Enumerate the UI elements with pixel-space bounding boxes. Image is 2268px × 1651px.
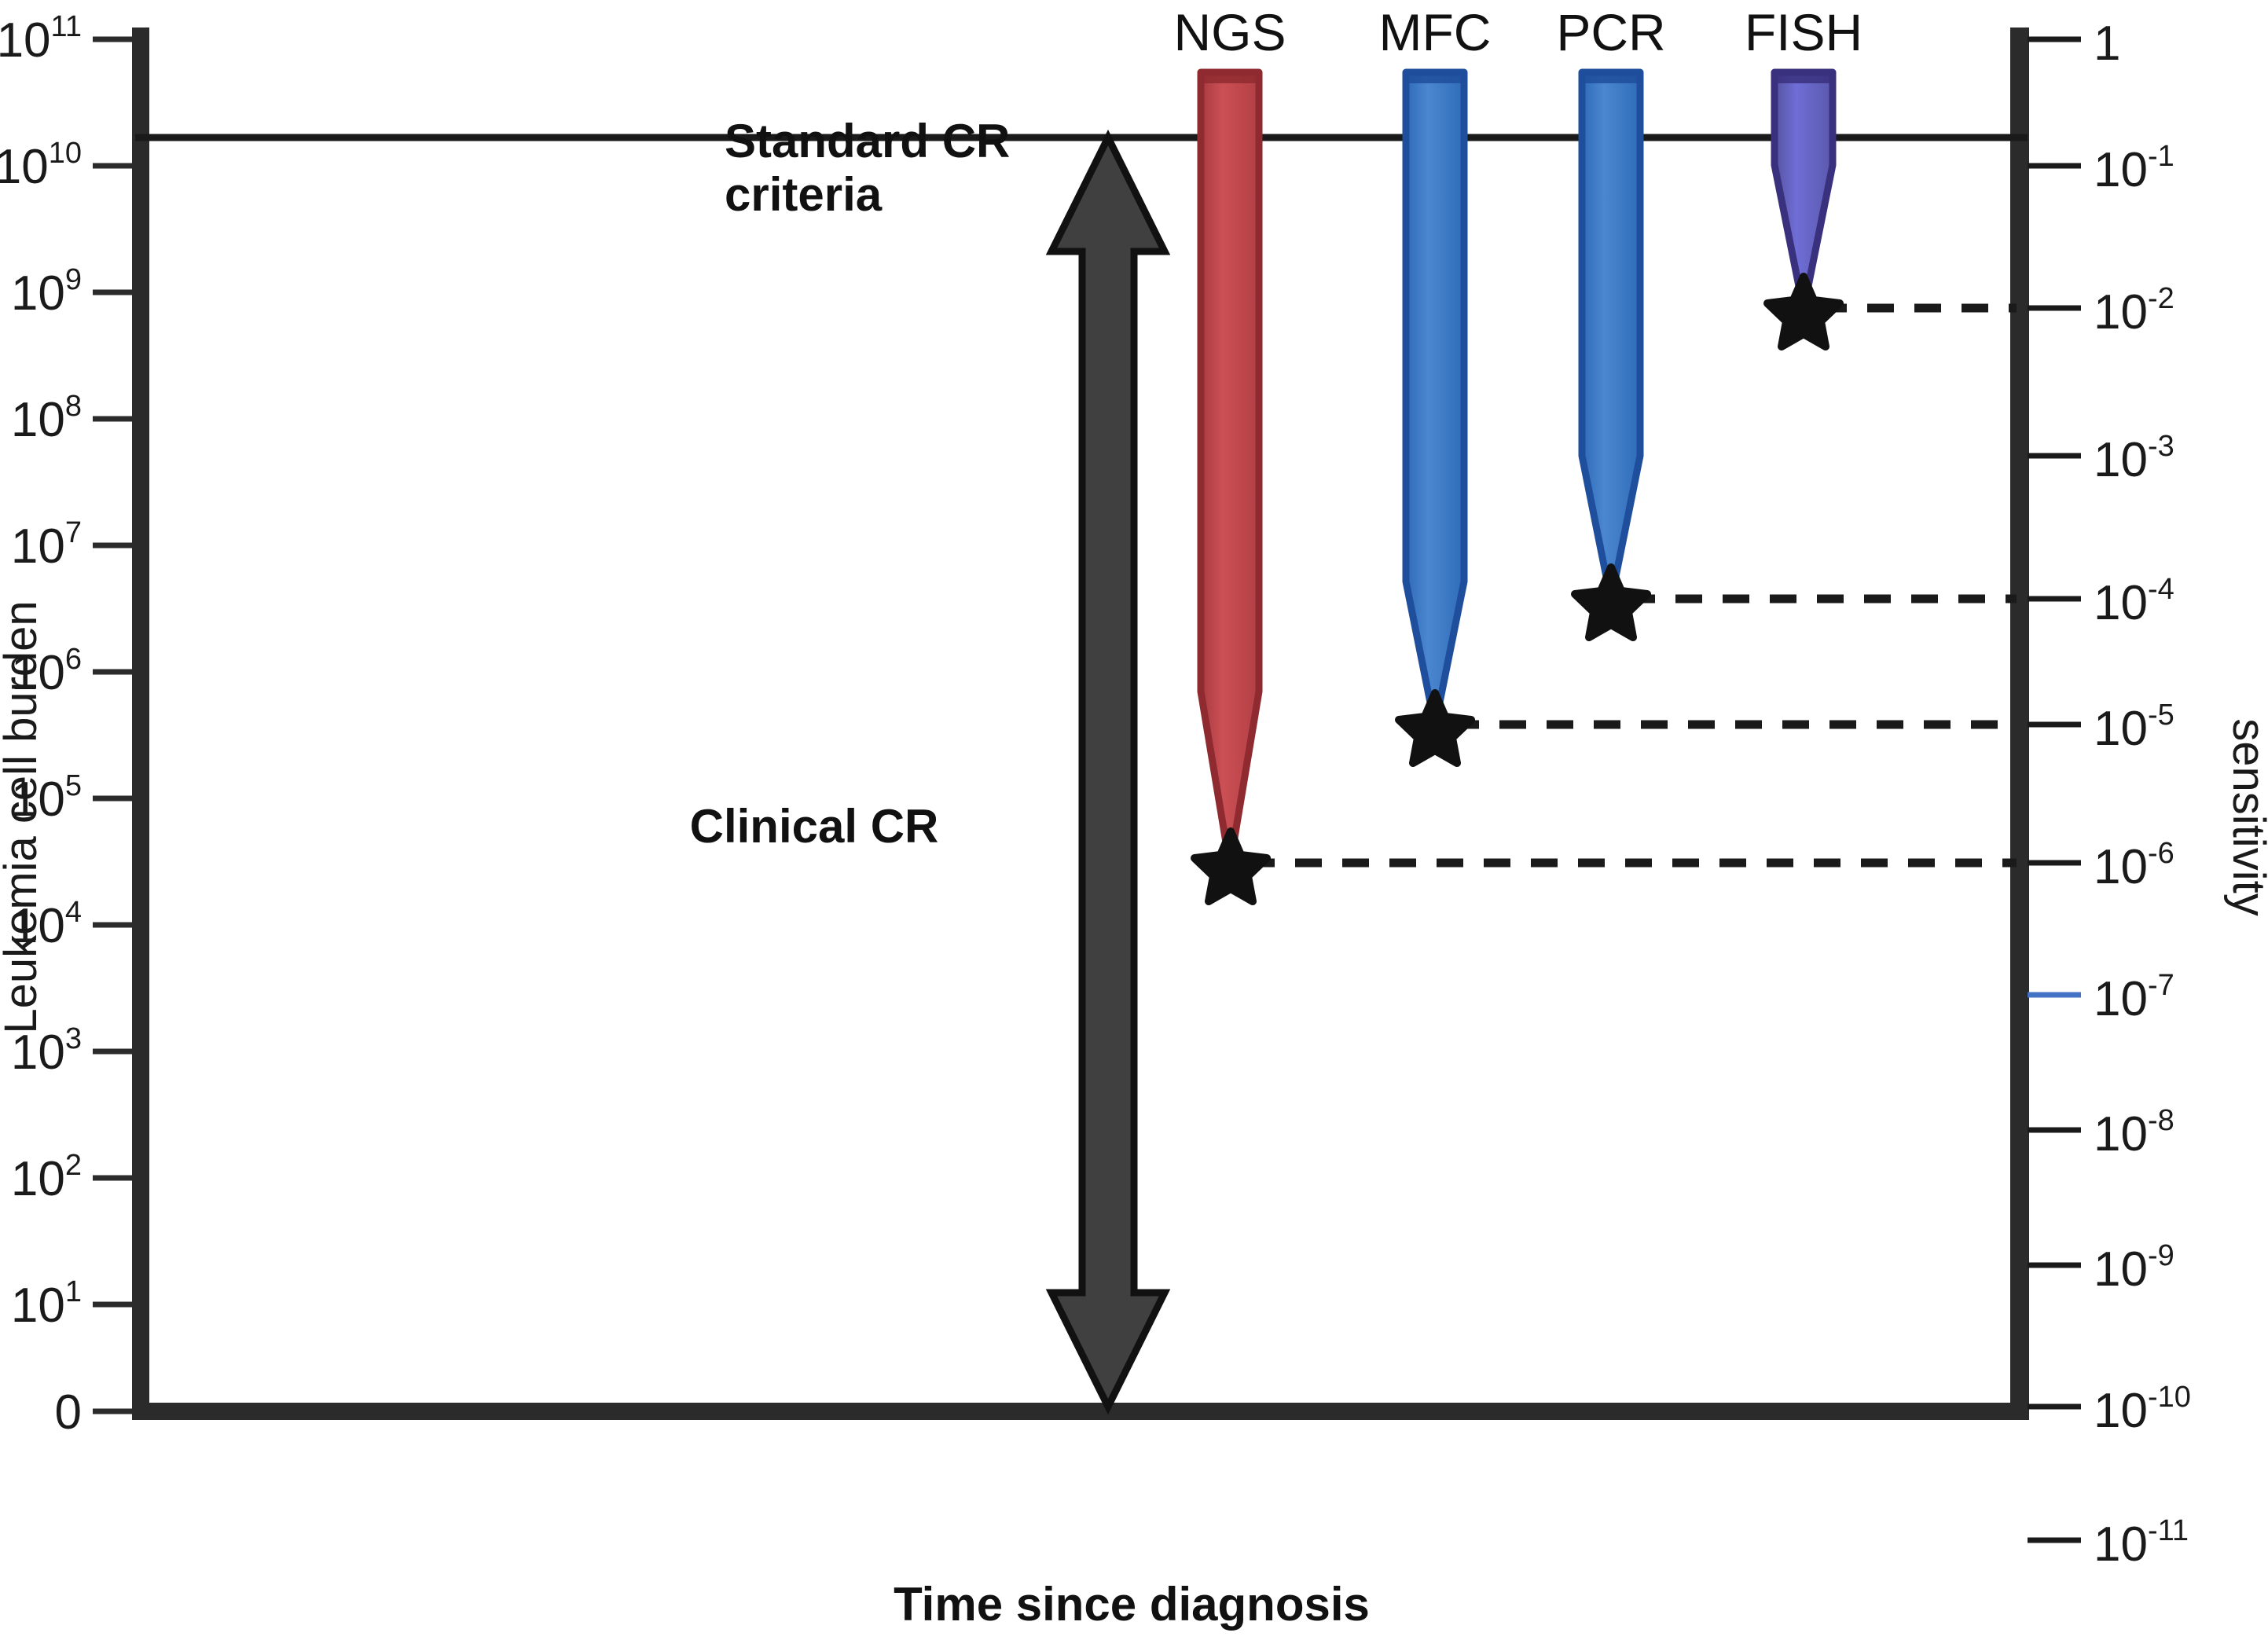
- right-axis-label-0: 1: [2094, 17, 2120, 71]
- plot-frame: [132, 28, 2029, 1420]
- left-axis-label-4: 107: [11, 516, 82, 574]
- x-axis-spine: [132, 1403, 2029, 1420]
- pcr-tube-cap: [1582, 72, 1640, 83]
- right-axis-label-10: 10-10: [2094, 1381, 2191, 1438]
- right-axis-spine: [2010, 28, 2029, 1420]
- standard-cr-line1: Standard CR: [725, 115, 1010, 167]
- left-axis-label-8: 103: [11, 1022, 82, 1080]
- clinical-cr-double-arrow: [1045, 129, 1171, 1415]
- annotation-clinical-cr: Clinical CR: [690, 800, 939, 853]
- left-axis-label-1: 1010: [0, 137, 82, 194]
- right-axis-label-4: 10-4: [2094, 573, 2174, 630]
- annotation-standard-cr: Standard CR criteria: [725, 115, 1010, 221]
- x-axis-title: Time since diagnosis: [894, 1578, 1370, 1631]
- method-tube-fish[interactable]: [1771, 68, 1837, 306]
- right-axis-label-3: 10-3: [2094, 430, 2174, 487]
- right-axis-label-7: 10-7: [2094, 969, 2174, 1026]
- left-axis-label-2: 109: [11, 263, 82, 321]
- left-axis-label-3: 108: [11, 390, 82, 447]
- sensitivity-dashed-lines: [1248, 303, 2017, 868]
- right-axis-label-8: 10-8: [2094, 1104, 2174, 1161]
- right-axis-ticks: [2028, 36, 2081, 1543]
- method-tubes: [1197, 68, 1837, 860]
- left-axis-label-5: 106: [11, 643, 82, 700]
- left-axis-ticks: [93, 36, 134, 1414]
- right-axis-label-2: 10-2: [2094, 282, 2174, 339]
- ngs-tube-cap: [1201, 72, 1259, 83]
- method-tube-mfc[interactable]: [1402, 68, 1468, 722]
- method-label-pcr: PCR: [1556, 3, 1665, 61]
- mfc-tube-shape: [1402, 68, 1468, 722]
- method-label-ngs: NGS: [1173, 3, 1286, 61]
- fish-tube-cap: [1774, 72, 1833, 83]
- standard-cr-line2: criteria: [725, 168, 883, 221]
- double-headed-arrow-shape: [1045, 129, 1171, 1415]
- right-axis-labels: 1 10-1 10-2 10-3 10-4 10-5 10-6 10-7 10-…: [2094, 17, 2191, 1572]
- star-marker-ngs: [1191, 827, 1271, 905]
- method-label-mfc: MFC: [1379, 3, 1492, 61]
- left-axis-label-0: 1011: [0, 10, 82, 68]
- fish-tube-shape: [1771, 68, 1837, 306]
- left-axis-label-11: 0: [55, 1385, 82, 1440]
- right-axis-label-6: 10-6: [2094, 837, 2174, 894]
- left-axis-label-9: 102: [11, 1149, 82, 1206]
- right-axis-label-11: 10-11: [2094, 1514, 2189, 1572]
- star-marker-fish: [1763, 273, 1844, 350]
- method-tube-ngs[interactable]: [1197, 68, 1263, 860]
- right-axis-title: sensitivity: [2223, 718, 2268, 915]
- star-markers: [1191, 273, 1844, 905]
- mfc-tube-cap: [1406, 72, 1464, 83]
- right-axis-label-5: 10-5: [2094, 699, 2174, 756]
- pcr-tube-shape: [1578, 68, 1644, 596]
- right-axis-label-1: 10-1: [2094, 140, 2174, 197]
- method-label-fish: FISH: [1745, 3, 1862, 61]
- left-axis-label-7: 104: [11, 896, 82, 953]
- method-tube-pcr[interactable]: [1578, 68, 1644, 596]
- left-axis-spine: [132, 28, 149, 1420]
- right-axis-label-9: 10-9: [2094, 1239, 2174, 1297]
- star-marker-pcr: [1571, 563, 1651, 641]
- left-axis-label-10: 101: [11, 1275, 82, 1333]
- left-axis-labels: 1011 1010 109 108 107 106 105 104 103 10…: [0, 10, 82, 1440]
- method-labels: NGS MFC PCR FISH: [1173, 3, 1862, 61]
- ngs-tube-shape: [1197, 68, 1263, 860]
- left-axis-title: Leukemia cell burden: [0, 600, 46, 1033]
- left-axis-label-6: 105: [11, 769, 82, 827]
- star-marker-mfc: [1395, 689, 1475, 767]
